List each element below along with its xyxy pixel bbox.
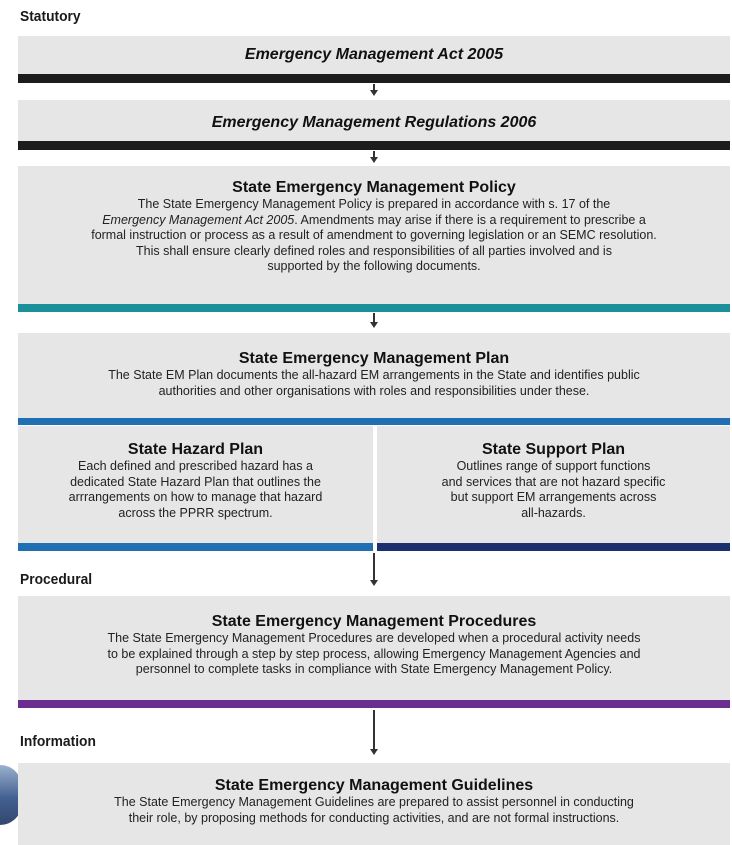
support-plan-line: Outlines range of support functions [456,459,651,473]
policy-body-line: This shall ensure clearly defined roles … [136,243,612,258]
arrow-line [373,553,375,581]
regulations-title: Emergency Management Regulations 2006 [211,114,537,131]
guidelines-title: State Emergency Management Guidelines [214,777,534,794]
policy-body-line: Emergency Management Act 2005. Amendment… [18,213,730,229]
arrow-line [373,84,375,91]
policy-body-line-rest: . Amendments may arise if there is a req… [294,212,646,227]
hazard-plan-band [18,543,373,551]
procedures-line: personnel to complete tasks in complianc… [135,662,613,676]
support-plan-body: Outlines range of support functions and … [377,459,730,521]
procedures-body: The State Emergency Management Procedure… [18,631,730,678]
hazard-plan-title: State Hazard Plan [127,441,264,458]
support-plan-title: State Support Plan [481,441,626,458]
regulations-box: Emergency Management Regulations 2006 [18,100,730,141]
plan-body: The State EM Plan documents the all-haza… [18,368,730,399]
support-plan-band [377,543,730,551]
section-label-procedural: Procedural [20,571,93,588]
plan-box: State Emergency Management Plan The Stat… [18,333,730,418]
regulations-band [18,141,730,150]
hazard-plan-line: Each defined and prescribed hazard has a [78,459,313,473]
support-plan-line: and services that are not hazard specifi… [441,474,666,489]
plan-title: State Emergency Management Plan [238,350,510,367]
policy-body-line: The State Emergency Management Policy is… [137,197,611,211]
decorative-shape [0,765,22,825]
arrow-head [370,749,378,755]
procedures-title: State Emergency Management Procedures [211,613,537,630]
plan-body-line: The State EM Plan documents the all-haza… [108,368,640,382]
hazard-plan-box: State Hazard Plan Each defined and presc… [18,426,373,543]
policy-act-reference: Emergency Management Act 2005 [102,212,295,227]
arrow-head [370,322,378,328]
support-plan-box: State Support Plan Outlines range of sup… [377,426,730,543]
act-title: Emergency Management Act 2005 [244,46,504,63]
arrow-line [373,313,375,323]
section-label-information: Information [20,733,96,750]
arrow-head [370,157,378,163]
policy-body-line: formal instruction or process as a resul… [91,228,657,242]
guidelines-body: The State Emergency Management Guideline… [18,795,730,826]
procedures-line: The State Emergency Management Procedure… [107,631,641,645]
plan-body-line: authorities and other organisations with… [158,383,590,398]
hazard-plan-line: across the PPRR spectrum. [118,505,273,520]
act-box: Emergency Management Act 2005 [18,36,730,74]
procedures-box: State Emergency Management Procedures Th… [18,596,730,700]
plan-band [18,418,730,425]
section-label-statutory: Statutory [20,8,81,25]
procedures-band [18,700,730,708]
support-plan-line: all-hazards. [521,505,586,520]
guidelines-line: The State Emergency Management Guideline… [114,795,634,809]
policy-title: State Emergency Management Policy [232,179,516,196]
guidelines-line: their role, by proposing methods for con… [128,810,620,825]
policy-box: State Emergency Management Policy The St… [18,166,730,304]
policy-body-line: supported by the following documents. [267,259,481,273]
arrow-head [370,580,378,586]
arrow-line [373,710,375,750]
hazard-plan-body: Each defined and prescribed hazard has a… [18,459,373,521]
policy-body: The State Emergency Management Policy is… [18,197,730,275]
hazard-plan-line: dedicated State Hazard Plan that outline… [70,474,321,489]
arrow-line [373,151,375,158]
policy-band [18,304,730,312]
procedures-line: to be explained through a step by step p… [107,646,641,661]
guidelines-box: State Emergency Management Guidelines Th… [18,763,730,845]
support-plan-line: but support EM arrangements across [450,490,657,504]
act-band [18,74,730,83]
hazard-plan-line: arrrangements on how to manage that haza… [68,490,323,504]
arrow-head [370,90,378,96]
